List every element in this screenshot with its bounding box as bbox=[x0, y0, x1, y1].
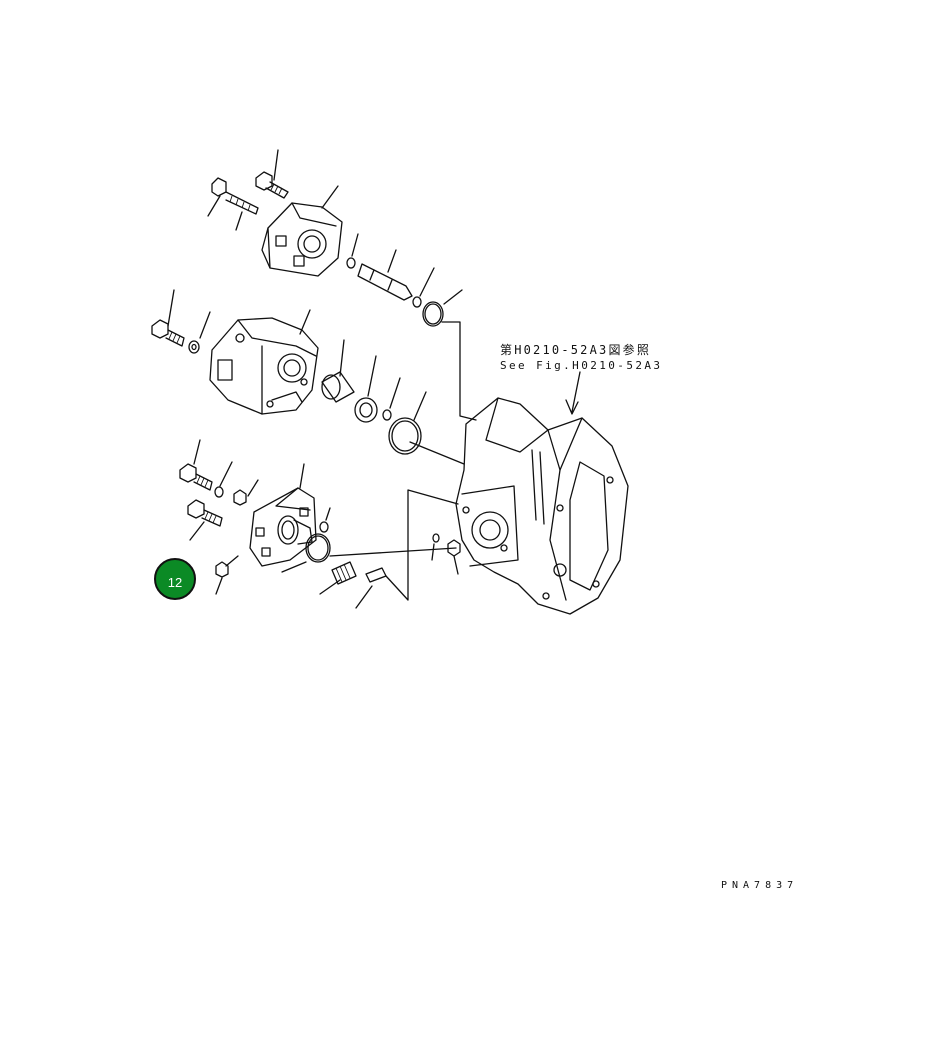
top-o-ring-icon bbox=[346, 257, 356, 269]
lower-stud-a-icon bbox=[179, 463, 213, 491]
lower-pin-icon bbox=[365, 567, 387, 583]
top-shaft-icon bbox=[357, 263, 413, 301]
top-bolt-icon bbox=[255, 171, 289, 199]
lower-o-ring-a-icon bbox=[214, 486, 224, 498]
top-stud-icon bbox=[211, 177, 259, 215]
mid-washer-icon bbox=[188, 340, 200, 354]
mid-small-o-ring-icon bbox=[382, 409, 392, 421]
main-pump-housing-icon bbox=[455, 397, 629, 615]
lower-bolt-icon bbox=[187, 499, 223, 527]
top-flange-cover-icon bbox=[261, 202, 343, 277]
mid-large-o-ring-icon bbox=[388, 417, 422, 455]
housing-o-ring-icon bbox=[432, 533, 440, 543]
drawing-code: PNA7837 bbox=[721, 880, 799, 891]
lower-nut-icon bbox=[215, 561, 229, 578]
leader-lines bbox=[167, 149, 581, 609]
lower-cover-plate-icon bbox=[249, 487, 317, 567]
lower-spline-icon bbox=[331, 561, 357, 585]
lower-small-o-ring-icon bbox=[319, 521, 329, 533]
bushing-icon bbox=[321, 371, 355, 403]
figure-reference-jp: 第H0210-52A3図参照 bbox=[500, 343, 652, 357]
gear-pump-body-icon bbox=[209, 317, 319, 415]
bearing-ring-icon bbox=[354, 397, 378, 423]
top-large-o-ring-icon bbox=[422, 301, 444, 327]
lower-plug-icon bbox=[233, 489, 247, 506]
lower-large-o-ring-icon bbox=[305, 533, 331, 563]
badge-label: 12 bbox=[167, 574, 183, 590]
top-small-o-ring-icon bbox=[412, 296, 422, 308]
figure-reference-en[interactable]: See Fig.H0210-52A3 bbox=[500, 359, 663, 372]
part-number-badge[interactable]: 12 bbox=[154, 558, 196, 600]
mid-bolt-icon bbox=[151, 319, 185, 347]
